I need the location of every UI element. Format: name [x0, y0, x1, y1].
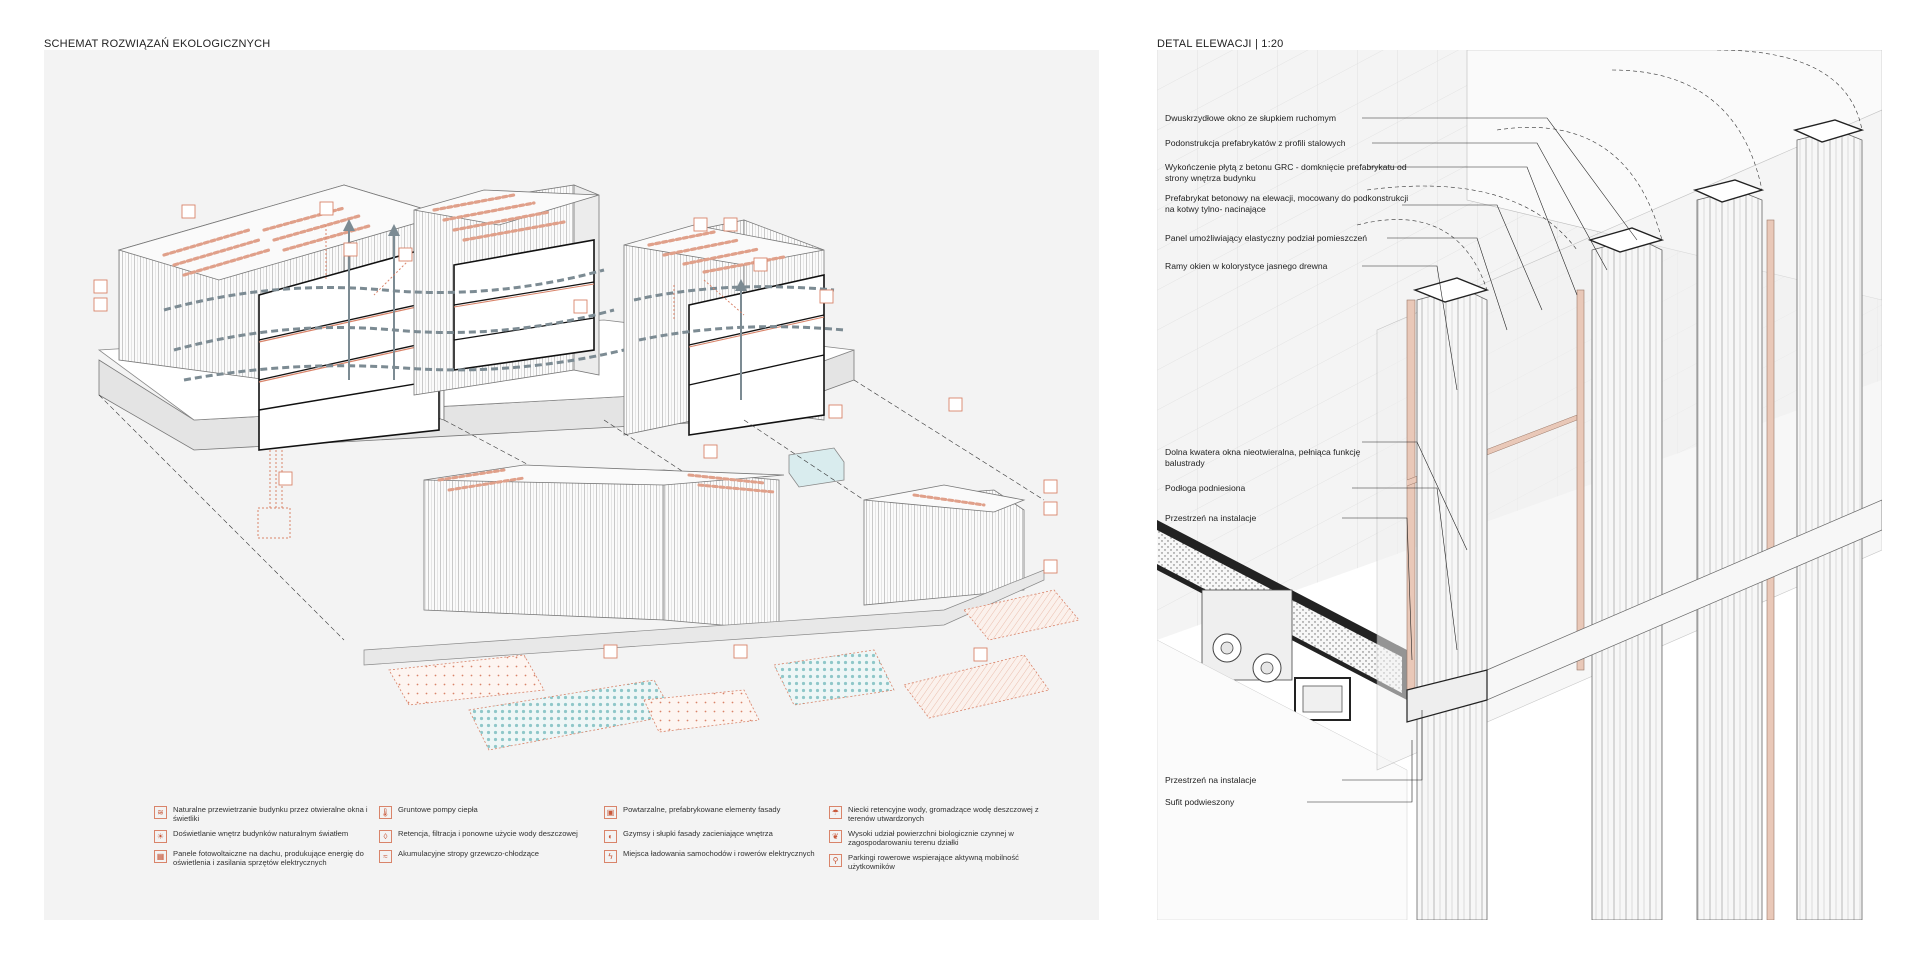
callout-label: Dolna kwatera okna nieotwieralna, pełnią… — [1165, 447, 1361, 468]
rain-basin-icon: ☂ — [829, 806, 842, 819]
legend-item: ⚲Parkingi rowerowe wspierające aktywną m… — [829, 853, 1044, 872]
prefab-icon: ▣ — [604, 806, 617, 819]
leaf-icon: ❦ — [829, 830, 842, 843]
legend-item: ▦Panele fotowoltaiczne na dachu, produku… — [154, 849, 369, 868]
legend-item: ❦Wysoki udział powierzchni biologicznie … — [829, 829, 1044, 848]
facade-fin — [1591, 237, 1663, 920]
callout-label: Ramy okien w kolorystyce jasnego drewna — [1165, 261, 1328, 271]
facade-fin — [1696, 189, 1763, 920]
wind-icon: ≋ — [154, 806, 167, 819]
facade-detail-drawing — [1157, 50, 1882, 920]
bicycle-icon: ⚲ — [829, 854, 842, 867]
charging-icon: ϟ — [604, 850, 617, 863]
ecology-axonometric-drawing — [93, 184, 1080, 751]
callout-label: Panel umożliwiający elastyczny podział p… — [1165, 233, 1368, 243]
callout-label: Podłoga podniesiona — [1165, 483, 1246, 493]
water-drop-icon: ◊ — [379, 830, 392, 843]
left-panel-title: SCHEMAT ROZWIĄZAŃ EKOLOGICZNYCH — [44, 38, 271, 50]
legend-item: 🌡Gruntowe pompy ciepła — [379, 805, 594, 819]
thermometer-icon: 🌡 — [379, 806, 392, 819]
ecology-legend: ≋Naturalne przewietrzanie budynku przez … — [154, 805, 1054, 905]
callout-label: Sufit podwieszony — [1165, 797, 1235, 807]
legend-item: ☂Niecki retencyjne wody, gromadzące wodę… — [829, 805, 1044, 824]
legend-item: ▣Powtarzalne, prefabrykowane elementy fa… — [604, 805, 819, 819]
legend-item: ≈Akumulacyjne stropy grzewczo-chłodzące — [379, 849, 594, 863]
legend-item: ◐Gzymsy i słupki fasady zacieniające wnę… — [604, 829, 819, 843]
callout-label: Przestrzeń na instalacje — [1165, 775, 1257, 785]
legend-item: ◊Retencja, filtracja i ponowne użycie wo… — [379, 829, 594, 843]
callout-label: Podonstrukcja prefabrykatów z profili st… — [1165, 138, 1346, 148]
facade-fin — [1416, 287, 1488, 920]
heat-pump-graphic — [257, 507, 291, 539]
shade-icon: ◐ — [604, 830, 617, 843]
facade-detail-panel: Dwuskrzydłowe okno ze słupkiem ruchomym … — [1157, 50, 1882, 920]
thermal-mass-icon: ≈ — [379, 850, 392, 863]
legend-item: ≋Naturalne przewietrzanie budynku przez … — [154, 805, 369, 824]
callout-label: Dwuskrzydłowe okno ze słupkiem ruchomym — [1165, 113, 1336, 123]
callout-label: Przestrzeń na instalacje — [1165, 513, 1257, 523]
callout-label: Prefabrykat betonowy na elewacji, mocowa… — [1165, 193, 1409, 214]
ecology-scheme-panel: ≋Naturalne przewietrzanie budynku przez … — [44, 50, 1099, 920]
callout-label: Wykończenie płytą z betonu GRC - domknię… — [1165, 162, 1407, 183]
right-panel-title: DETAL ELEWACJI | 1:20 — [1157, 38, 1284, 50]
legend-item: ☀Doświetlanie wnętrz budynków naturalnym… — [154, 829, 369, 843]
sun-icon: ☀ — [154, 830, 167, 843]
solar-panel-icon: ▦ — [154, 850, 167, 863]
